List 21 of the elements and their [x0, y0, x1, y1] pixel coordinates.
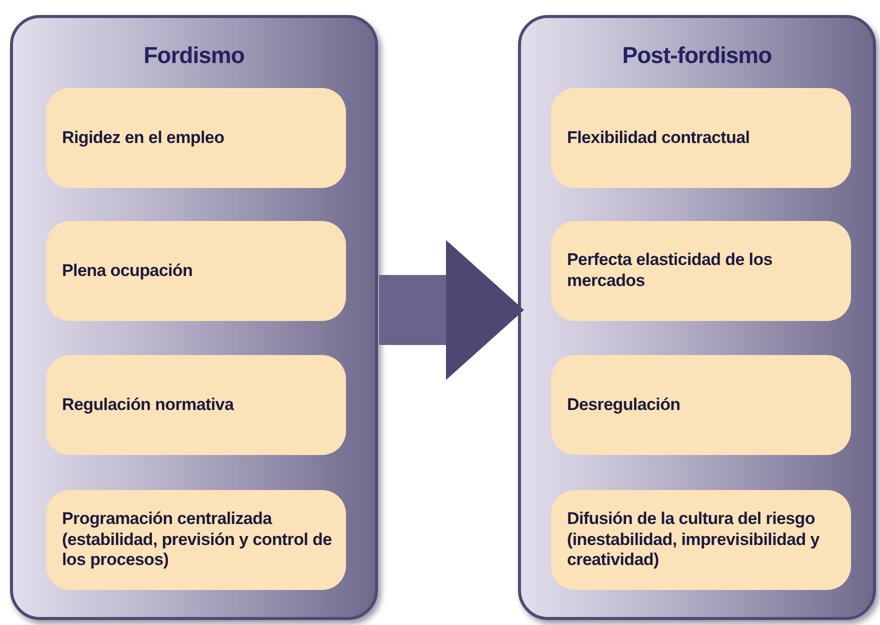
- item-text: Plena ocupación: [62, 260, 193, 282]
- item-text: Difusión de la cultura del riesgo (inestabilidad, imprevisibilidad y creatividad): [567, 508, 820, 572]
- column-heading: Post-fordismo: [622, 42, 772, 69]
- item-box: [46, 88, 346, 188]
- item-text: Perfecta elasticidad de los mercados: [567, 250, 774, 292]
- column-heading: Fordismo: [144, 42, 244, 69]
- item-text: Rigidez en el empleo: [62, 128, 224, 148]
- column-panel: [10, 15, 378, 620]
- block-arrow: [379, 240, 524, 380]
- item-text: Regulación normativa: [62, 394, 234, 416]
- item-box: [46, 221, 346, 321]
- column-panel: [518, 15, 876, 620]
- item-text: Flexibilidad contractual: [567, 128, 750, 148]
- item-box: [551, 490, 851, 590]
- item-box: [46, 355, 346, 455]
- item-box: [551, 221, 851, 321]
- item-box: [46, 490, 346, 590]
- item-box: [551, 88, 851, 188]
- item-text: Desregulación: [567, 394, 680, 416]
- item-text: Programación centralizada (estabilidad, previsión y control de los procesos): [62, 508, 333, 572]
- item-box: [551, 355, 851, 455]
